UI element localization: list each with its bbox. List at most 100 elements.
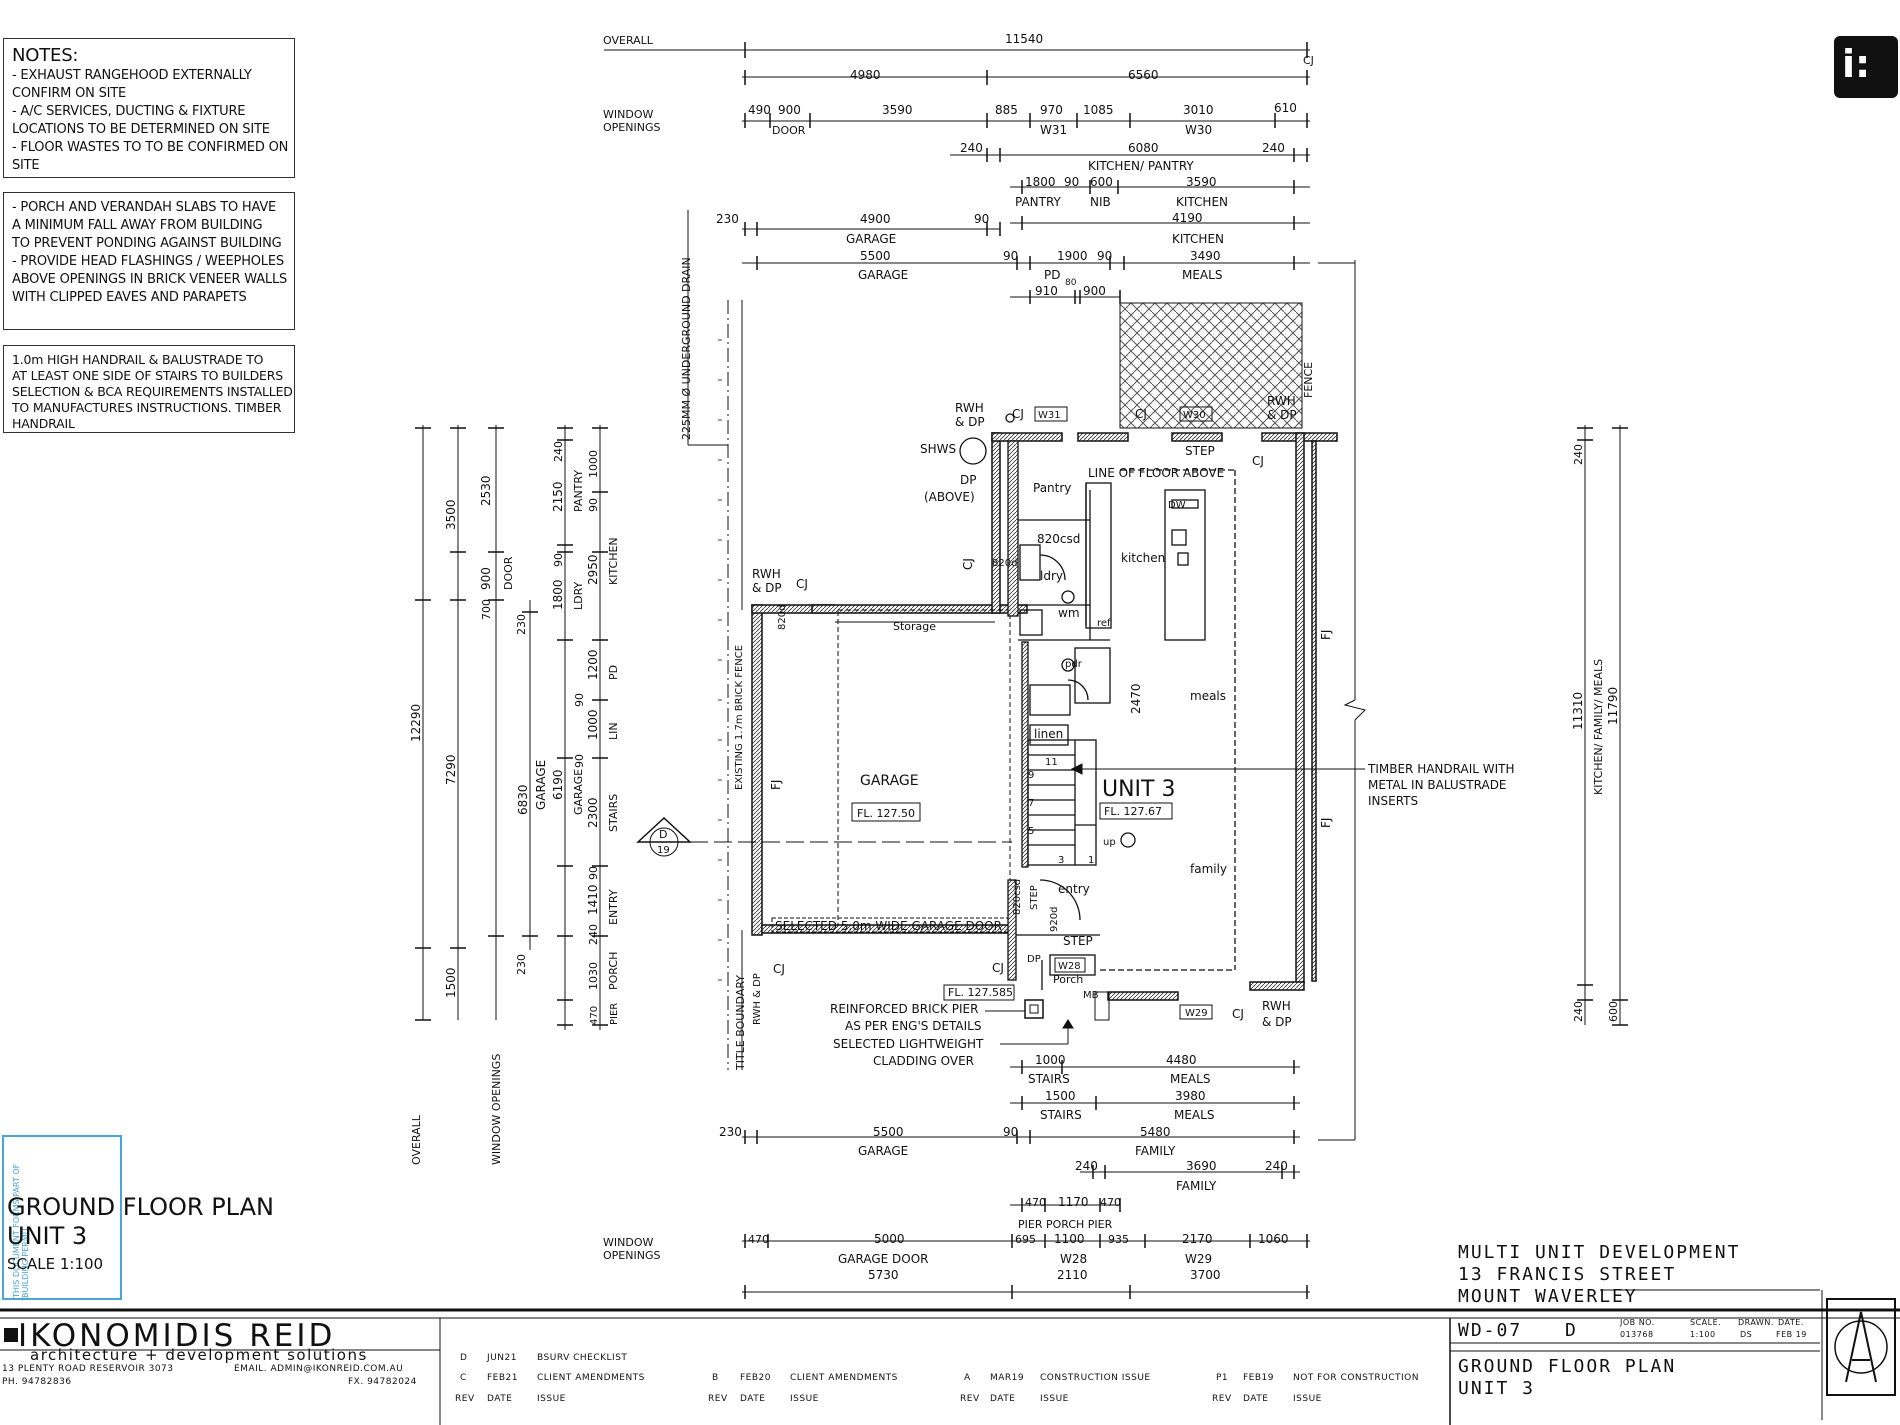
room-pantry: Pantry bbox=[1033, 481, 1071, 495]
dim-470: 470 bbox=[589, 1006, 600, 1025]
label-dp: & DP bbox=[752, 581, 782, 595]
dim-470: 470 bbox=[1100, 1196, 1121, 1209]
label-meals: MEALS bbox=[1174, 1108, 1214, 1122]
revision-rev: P1 bbox=[1216, 1373, 1229, 1383]
dim-700: 700 bbox=[480, 599, 493, 620]
dim-2110: 2110 bbox=[1057, 1268, 1088, 1282]
label-stairs: STAIRS bbox=[1040, 1108, 1082, 1122]
dim-5500: 5500 bbox=[873, 1125, 904, 1139]
dim-3010: 3010 bbox=[1183, 103, 1214, 117]
label-line-of-floor-above: LINE OF FLOOR ABOVE bbox=[1088, 466, 1224, 480]
revision-header-date: DATE bbox=[990, 1394, 1016, 1404]
dim-695: 695 bbox=[1015, 1233, 1036, 1246]
dim-910: 910 bbox=[1035, 284, 1058, 298]
label-wm: wm bbox=[1058, 606, 1080, 620]
label-shws: SHWS bbox=[920, 442, 956, 456]
dim-1060: 1060 bbox=[1258, 1232, 1289, 1246]
drawing-scale: SCALE 1:100 bbox=[7, 1255, 104, 1273]
label-mb: MB bbox=[1083, 990, 1099, 1001]
dim-240: 240 bbox=[1265, 1159, 1288, 1173]
dim-1100: 1100 bbox=[1054, 1232, 1085, 1246]
logo-mark: i: bbox=[1842, 42, 1871, 86]
dim-935: 935 bbox=[1108, 1233, 1129, 1246]
label-title-boundary: TITLE BOUNDARY bbox=[734, 975, 747, 1071]
label-rwh: RWH bbox=[752, 567, 781, 581]
dim-470: 470 bbox=[748, 1233, 769, 1246]
label-stairs: STAIRS bbox=[1028, 1072, 1070, 1086]
label-lin: LIN bbox=[607, 722, 620, 740]
dim-600: 600 bbox=[1090, 175, 1113, 189]
date-value: FEB 19 bbox=[1776, 1330, 1807, 1339]
dim-1900: 1900 bbox=[1057, 249, 1088, 263]
label-overall: OVERALL bbox=[603, 34, 654, 47]
dim-1800: 1800 bbox=[1025, 175, 1056, 189]
label-kitchen-pantry: KITCHEN/ PANTRY bbox=[1088, 159, 1194, 173]
note-line: - A/C SERVICES, DUCTING & FIXTURE bbox=[12, 104, 246, 119]
notes-box-general: NOTES: - EXHAUST RANGEHOOD EXTERNALLY CO… bbox=[3, 38, 295, 178]
job-no: 013768 bbox=[1620, 1330, 1654, 1339]
label-w28: W28 bbox=[1060, 1252, 1087, 1266]
scale-label: SCALE. bbox=[1690, 1318, 1722, 1327]
label-pier: PIER bbox=[609, 1003, 620, 1025]
note-line: HANDRAIL bbox=[12, 416, 75, 431]
dim-470: 470 bbox=[1025, 1196, 1046, 1209]
label-fj: FJ bbox=[1319, 630, 1333, 640]
revision-header-issue: ISSUE bbox=[790, 1394, 819, 1404]
revision-issue: CONSTRUCTION ISSUE bbox=[1040, 1373, 1151, 1383]
dim-1000: 1000 bbox=[587, 450, 600, 478]
dim-610: 610 bbox=[1274, 101, 1297, 115]
dim-90: 90 bbox=[1064, 175, 1079, 189]
label-garage: GARAGE bbox=[858, 1144, 908, 1158]
dim-1200: 1200 bbox=[586, 649, 600, 680]
dim-90: 90 bbox=[552, 553, 565, 567]
dim-11310: 11310 bbox=[1571, 692, 1585, 730]
label-handrail: TIMBER HANDRAIL WITH bbox=[1367, 762, 1515, 776]
dim-1500: 1500 bbox=[1045, 1089, 1076, 1103]
label-ldry: LDRY bbox=[572, 581, 585, 610]
label-nib: NIB bbox=[1090, 195, 1111, 209]
dim-1085: 1085 bbox=[1083, 103, 1114, 117]
label-rwh: RWH bbox=[1262, 999, 1291, 1013]
dim-90: 90 bbox=[573, 693, 586, 707]
note-line: ABOVE OPENINGS IN BRICK VENEER WALLS bbox=[12, 272, 288, 287]
job-no-label: JOB NO. bbox=[1620, 1318, 1655, 1327]
dim-1030: 1030 bbox=[587, 962, 600, 990]
label-w29: W29 bbox=[1185, 1008, 1208, 1019]
label-unit-3: UNIT 3 bbox=[1102, 777, 1175, 802]
note-line: TO MANUFACTURES INSTRUCTIONS. TIMBER bbox=[12, 400, 282, 415]
dim-2470: 2470 bbox=[1129, 683, 1143, 714]
building-permit-stamp: THIS DOCUMENT FORMS PART OF BUILDING PER… bbox=[2, 1135, 122, 1300]
label-fj: FJ bbox=[1319, 818, 1333, 828]
firm-tagline: architecture + development solutions bbox=[30, 1346, 368, 1364]
label-fence: FENCE bbox=[1302, 362, 1315, 398]
dim-240: 240 bbox=[552, 441, 565, 462]
label-dw: DW bbox=[1168, 500, 1186, 511]
label-pier-porch-pier: PIER PORCH PIER bbox=[1018, 1218, 1113, 1231]
room-kitchen: kitchen bbox=[1121, 551, 1165, 565]
stair-number: 5 bbox=[1028, 826, 1034, 837]
revision-rev: A bbox=[964, 1373, 971, 1383]
notes-box-slabs: - PORCH AND VERANDAH SLABS TO HAVE A MIN… bbox=[3, 192, 295, 330]
dim-900: 900 bbox=[479, 567, 493, 590]
room-entry: entry bbox=[1058, 882, 1090, 896]
revision-header-date: DATE bbox=[740, 1394, 766, 1404]
revision-rev: B bbox=[712, 1373, 719, 1383]
dim-600: 600 bbox=[1607, 1001, 1620, 1022]
label-garage-door: SELECTED 5.0m WIDE GARAGE DOOR bbox=[775, 919, 1002, 933]
label-rwh: RWH bbox=[1267, 394, 1296, 408]
dim-3980: 3980 bbox=[1175, 1089, 1206, 1103]
label-floor-level-garage: FL. 127.50 bbox=[857, 807, 915, 820]
dim-90: 90 bbox=[1003, 1125, 1018, 1139]
label-cj: CJ bbox=[773, 962, 785, 976]
dim-3700: 3700 bbox=[1190, 1268, 1221, 1282]
notes-box-handrail: 1.0m HIGH HANDRAIL & BALUSTRADE TO AT LE… bbox=[3, 345, 295, 433]
label-cladding: CLADDING OVER bbox=[873, 1054, 974, 1068]
dim-240: 240 bbox=[1572, 1001, 1585, 1022]
label-floor-level-porch: FL. 127.585 bbox=[948, 986, 1013, 999]
label-dp: & DP bbox=[1262, 1015, 1292, 1029]
dim-240: 240 bbox=[587, 924, 600, 945]
label-stairs: STAIRS bbox=[607, 794, 620, 832]
label-cj: CJ bbox=[1303, 54, 1314, 67]
room-family: family bbox=[1190, 862, 1227, 876]
